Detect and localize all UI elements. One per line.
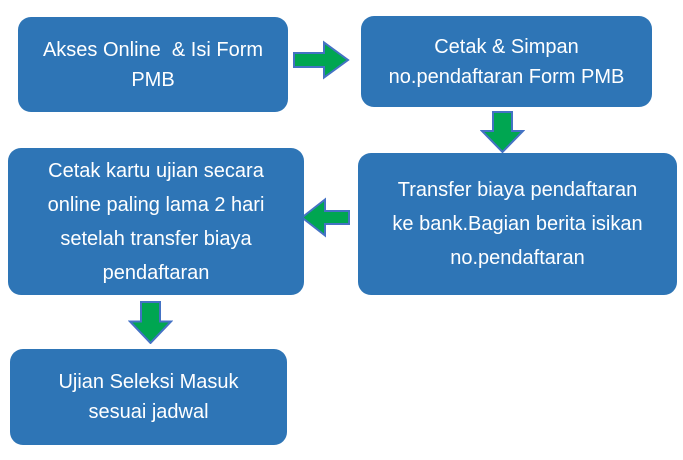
arrow-down-icon [479,111,526,154]
flow-step-text: Transfer biaya pendaftaran [397,179,638,201]
arrow-right-icon [293,40,350,80]
flow-step-text: Cetak & Simpan [434,35,579,58]
flow-step-cetak-simpan: Cetak & Simpan no.pendaftaran Form PMB [361,16,652,107]
flow-step-text: sesuai jadwal [88,401,209,423]
flow-step-ujian-seleksi: Ujian Seleksi Masuk sesuai jadwal [10,349,287,445]
arrow-down-icon [127,301,174,345]
flow-step-cetak-kartu-ujian: Cetak kartu ujian secara online paling l… [8,148,304,295]
flow-step-transfer-biaya: Transfer biaya pendaftaran ke bank.Bagia… [358,153,677,295]
flow-step-akses-online: Akses Online & Isi Form PMB [18,17,288,112]
arrow-left-icon [300,196,351,239]
flow-step-text: ke bank.Bagian berita isikan [392,213,643,235]
flow-step-text: Ujian Seleksi Masuk [58,371,239,393]
flow-step-text: Cetak kartu ujian secara [48,159,264,182]
flow-step-text: online paling lama 2 hari [47,193,265,216]
flow-step-text: setelah transfer biaya [60,227,252,250]
flow-step-text: pendaftaran [102,261,210,284]
flow-step-text: no.pendaftaran Form PMB [388,65,625,88]
flow-step-text: no.pendaftaran [450,247,585,269]
flow-step-text: PMB [131,68,175,91]
flow-step-text: Akses Online & Isi Form [42,38,264,61]
